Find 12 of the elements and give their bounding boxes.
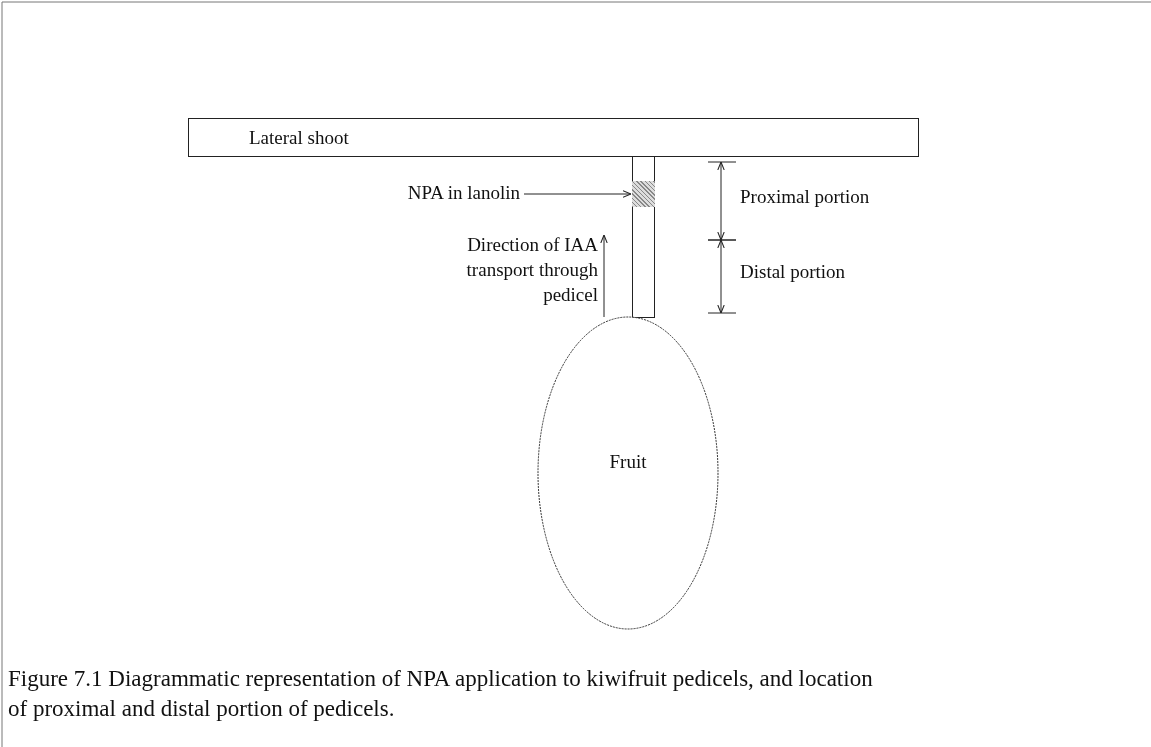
lanolin-patch [632,181,655,207]
dimension-label: Distal portion [740,260,847,284]
direction-label: Direction of IAA transport through pedicel [465,233,598,307]
shoot-label: Lateral shoot [249,127,349,149]
fruit-outline [537,316,719,630]
figure-caption: Figure 7.1 Diagrammatic representation of NPA application to kiwifruit pedicels, and location of proximal and distal portion of pedicels. [8,665,874,723]
shoot-bar [188,118,919,157]
pedicel-stalk [632,156,655,318]
dimension-label: Proximal portion [740,185,871,209]
leader-line [523,190,632,198]
fruit-label: Fruit [608,451,648,473]
callout-label: NPA in lanolin [355,182,520,206]
